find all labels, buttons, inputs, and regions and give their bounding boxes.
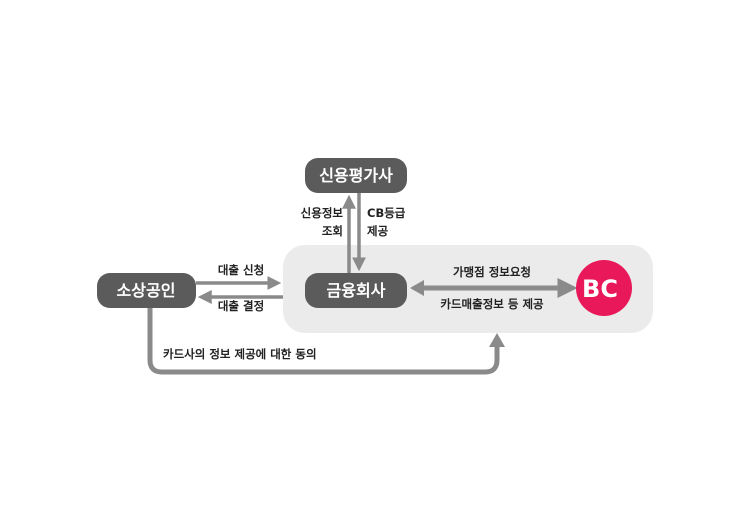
credit-agency-label: 신용평가사 [319,166,393,185]
loan-apply-label: 대출 신청 [218,263,264,277]
financial-company-node: 금융회사 [305,273,407,308]
financial-company-label: 금융회사 [327,281,386,300]
arrowhead-left [410,280,424,296]
cb-grade-label-2: 제공 [367,224,389,238]
credit-query-label-1: 신용정보 [301,206,344,220]
bc-logo-text: BC [582,275,618,303]
consent-label: 카드사의 정보 제공에 대한 동의 [163,347,317,361]
loan-decision-label: 대출 결정 [218,299,264,313]
merchant-info-request-label: 가맹점 정보요청 [453,265,531,279]
consent-arrowhead [489,333,505,347]
credit-query-label-2: 조회 [322,224,343,238]
credit-agency-node: 신용평가사 [305,158,407,193]
cb-grade-label-1: CB등급 [367,206,406,220]
bc-card-logo: BC [576,260,632,316]
consent-arrow [147,308,500,375]
small-business-node: 소상공인 [97,273,196,308]
card-sales-info-label: 카드매출정보 등 제공 [440,297,544,311]
small-business-label: 소상공인 [117,281,176,300]
